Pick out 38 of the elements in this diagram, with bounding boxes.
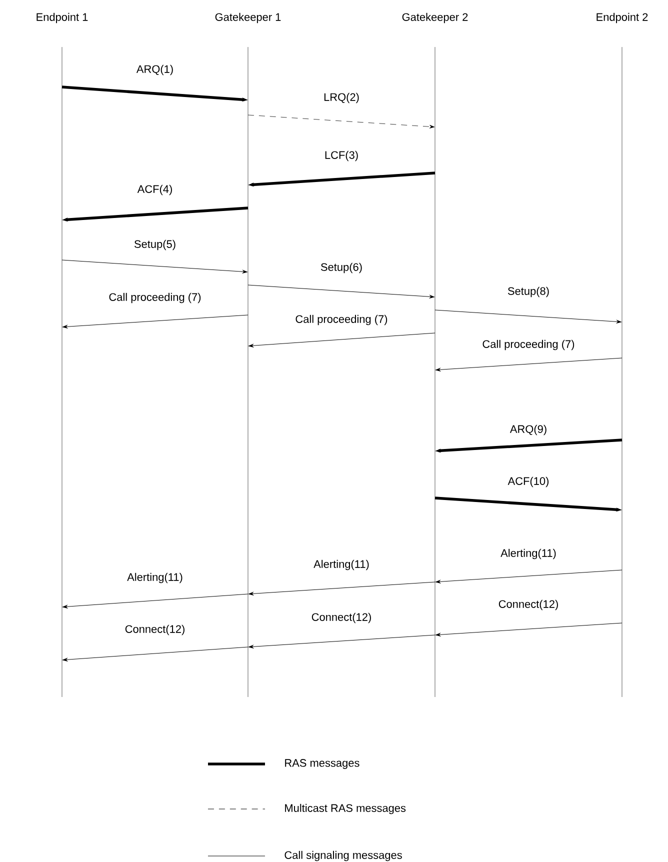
edge-label: LRQ(2)	[322, 92, 360, 104]
legend-label: Call signaling messages	[284, 850, 402, 862]
edge-label: ARQ(9)	[508, 424, 548, 436]
edge-label: ARQ(1)	[135, 64, 175, 76]
participant-label: Gatekeeper 2	[402, 12, 468, 24]
participant-label: Gatekeeper 1	[215, 12, 281, 24]
participant-label: Endpoint 2	[596, 12, 648, 24]
message-arrow	[62, 594, 248, 608]
participant-label: Endpoint 1	[36, 12, 88, 24]
message-arrow	[62, 314, 248, 328]
edge-label: Call proceeding (7)	[108, 292, 202, 304]
message-arrow	[248, 284, 434, 298]
edge-label: Setup(6)	[319, 262, 364, 274]
edge-label: ACF(4)	[136, 184, 174, 196]
message-arrow	[434, 310, 622, 324]
legend-label: Multicast RAS messages	[285, 804, 406, 814]
edge-label: Setup(5)	[132, 238, 177, 252]
message-arrow	[248, 582, 436, 596]
edge-label: ACF(10)	[506, 476, 550, 488]
message-arrow	[62, 260, 248, 274]
legend-label: RAS messages	[285, 759, 360, 769]
edge-label: Setup(8)	[506, 286, 550, 298]
message-arrow	[436, 570, 622, 584]
message-arrow	[248, 114, 435, 128]
edge-label: Alerting(11)	[500, 548, 558, 560]
edge-label: Connect(12)	[124, 624, 186, 636]
message-arrow	[436, 358, 622, 372]
message-arrow	[436, 622, 622, 636]
message-arrow	[62, 646, 248, 662]
edge-label: Alerting(11)	[126, 572, 184, 584]
edge-label: LCF(3)	[323, 150, 360, 162]
edge-label: Connect(12)	[310, 612, 373, 624]
message-arrow	[248, 332, 436, 348]
edge-label: Alerting(11)	[312, 558, 370, 572]
edge-label: Call proceeding (7)	[481, 338, 576, 352]
edge-label: Call proceeding (7)	[294, 314, 389, 326]
edge-label: Connect(12)	[497, 598, 560, 612]
message-arrow	[248, 634, 436, 648]
